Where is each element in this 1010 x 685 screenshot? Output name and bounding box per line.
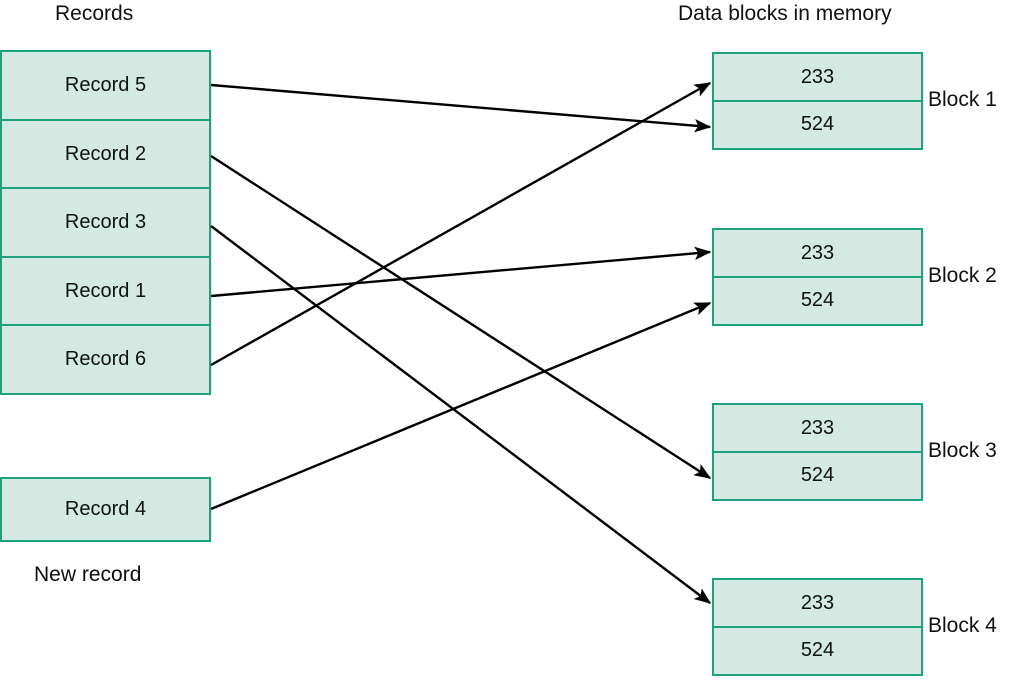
record-cell-0[interactable]: Record 5 xyxy=(0,50,211,121)
block-row-524[interactable]: 524 xyxy=(712,450,923,501)
new-record-box: Record 4 xyxy=(0,477,211,542)
block-row-233[interactable]: 233 xyxy=(712,228,923,278)
record-cell-4[interactable]: Record 6 xyxy=(0,324,211,395)
block-row-value: 233 xyxy=(800,591,835,614)
memory-block-3: 233 524 xyxy=(712,403,923,501)
record-label: Record 2 xyxy=(64,142,147,165)
arrow-3 xyxy=(210,246,712,298)
block-row-524[interactable]: 524 xyxy=(712,99,923,150)
records-title: Records xyxy=(55,2,134,25)
block-row-233[interactable]: 233 xyxy=(712,52,923,102)
block-row-value: 524 xyxy=(800,639,835,661)
arrow-4 xyxy=(210,301,712,511)
record-label: Record 6 xyxy=(64,348,147,370)
new-record-caption: New record xyxy=(34,563,142,586)
record-label: Record 1 xyxy=(64,279,147,302)
block-row-524[interactable]: 524 xyxy=(712,625,923,676)
records-stack: Record 5 Record 2 Record 3 Record 1 Reco… xyxy=(0,50,211,395)
block-row-value: 233 xyxy=(800,416,835,439)
memory-block-4-label: Block 4 xyxy=(928,614,997,637)
memory-block-4: 233 524 xyxy=(712,578,923,676)
memory-block-1: 233 524 xyxy=(712,52,923,150)
block-row-524[interactable]: 524 xyxy=(712,275,923,326)
memory-block-2: 233 524 xyxy=(712,228,923,326)
block-row-value: 233 xyxy=(800,241,835,264)
block-row-233[interactable]: 233 xyxy=(712,403,923,453)
data-blocks-title: Data blocks in memory xyxy=(678,2,892,25)
block-row-233[interactable]: 233 xyxy=(712,578,923,628)
memory-block-3-label: Block 3 xyxy=(928,439,997,462)
record-cell-2[interactable]: Record 3 xyxy=(0,187,211,258)
arrow-1 xyxy=(210,83,712,133)
record-label: Record 3 xyxy=(64,211,147,233)
record-cell-3[interactable]: Record 1 xyxy=(0,255,211,327)
block-row-value: 524 xyxy=(800,113,835,135)
arrow-5 xyxy=(210,154,712,480)
record-label: Record 5 xyxy=(64,74,147,96)
block-row-value: 524 xyxy=(800,289,835,311)
arrow-2 xyxy=(210,81,712,367)
new-record-cell[interactable]: Record 4 xyxy=(0,477,211,542)
memory-block-1-label: Block 1 xyxy=(928,88,997,111)
memory-block-2-label: Block 2 xyxy=(928,264,997,287)
record-cell-1[interactable]: Record 2 xyxy=(0,118,211,190)
block-row-value: 233 xyxy=(800,65,835,88)
block-row-value: 524 xyxy=(800,464,835,486)
new-record-label: Record 4 xyxy=(64,498,147,520)
arrow-6 xyxy=(210,225,712,604)
